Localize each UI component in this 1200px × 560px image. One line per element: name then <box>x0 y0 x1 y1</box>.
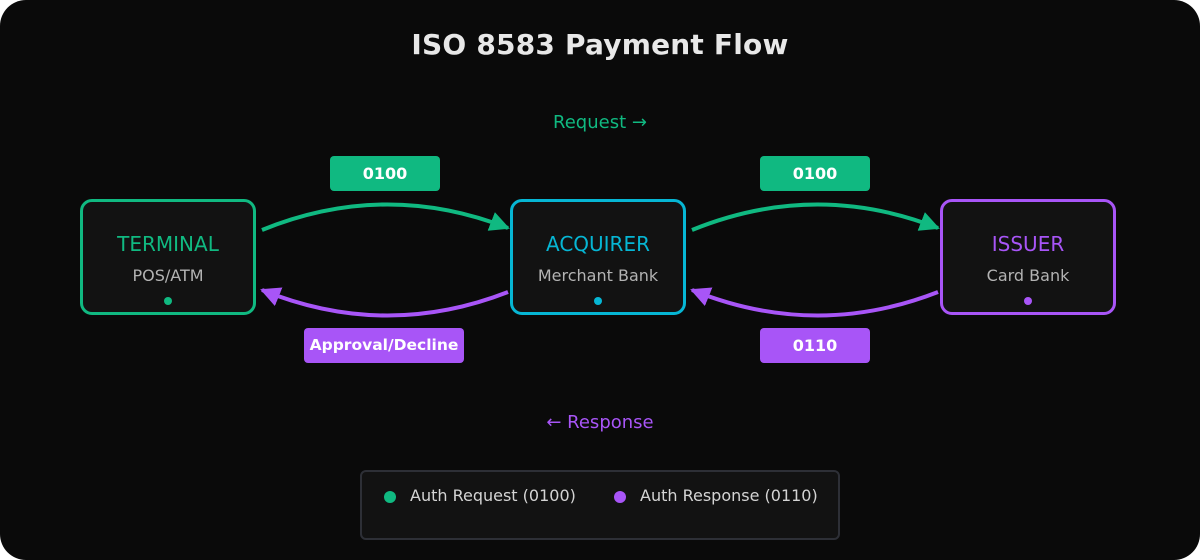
arrow-acquirer-to-issuer <box>691 202 940 232</box>
arrow-acquirer-to-terminal <box>260 287 509 318</box>
legend-request-swatch <box>384 491 396 503</box>
arrow-issuer-to-acquirer <box>690 287 939 318</box>
node-terminal: TERMINAL POS/ATM <box>80 199 256 315</box>
node-terminal-subtitle: POS/ATM <box>132 266 204 285</box>
message-badge-acquirer-to-issuer: 0100 <box>760 156 870 191</box>
node-issuer-title: ISSUER <box>991 232 1065 256</box>
legend-response-label: Auth Response (0110) <box>640 486 818 505</box>
legend-response-swatch <box>614 491 626 503</box>
node-acquirer: ACQUIRER Merchant Bank <box>510 199 686 315</box>
node-issuer: ISSUER Card Bank <box>940 199 1116 315</box>
node-issuer-subtitle: Card Bank <box>986 266 1070 285</box>
node-acquirer-dot <box>594 297 602 305</box>
node-terminal-title: TERMINAL <box>117 232 219 256</box>
node-acquirer-title: ACQUIRER <box>545 232 650 256</box>
message-badge-acquirer-to-terminal: Approval/Decline <box>304 328 464 363</box>
diagram-title: ISO 8583 Payment Flow <box>411 28 789 61</box>
arrow-terminal-to-acquirer <box>261 202 510 232</box>
message-badge-issuer-to-acquirer: 0110 <box>760 328 870 363</box>
response-direction-label: ← Response <box>546 412 654 433</box>
request-direction-label: Request → <box>553 112 647 133</box>
legend-request-label: Auth Request (0100) <box>410 486 576 505</box>
legend: Auth Request (0100) Auth Response (0110) <box>360 470 840 540</box>
node-terminal-dot <box>164 297 172 305</box>
message-badge-terminal-to-acquirer: 0100 <box>330 156 440 191</box>
node-acquirer-subtitle: Merchant Bank <box>537 266 659 285</box>
node-issuer-dot <box>1024 297 1032 305</box>
